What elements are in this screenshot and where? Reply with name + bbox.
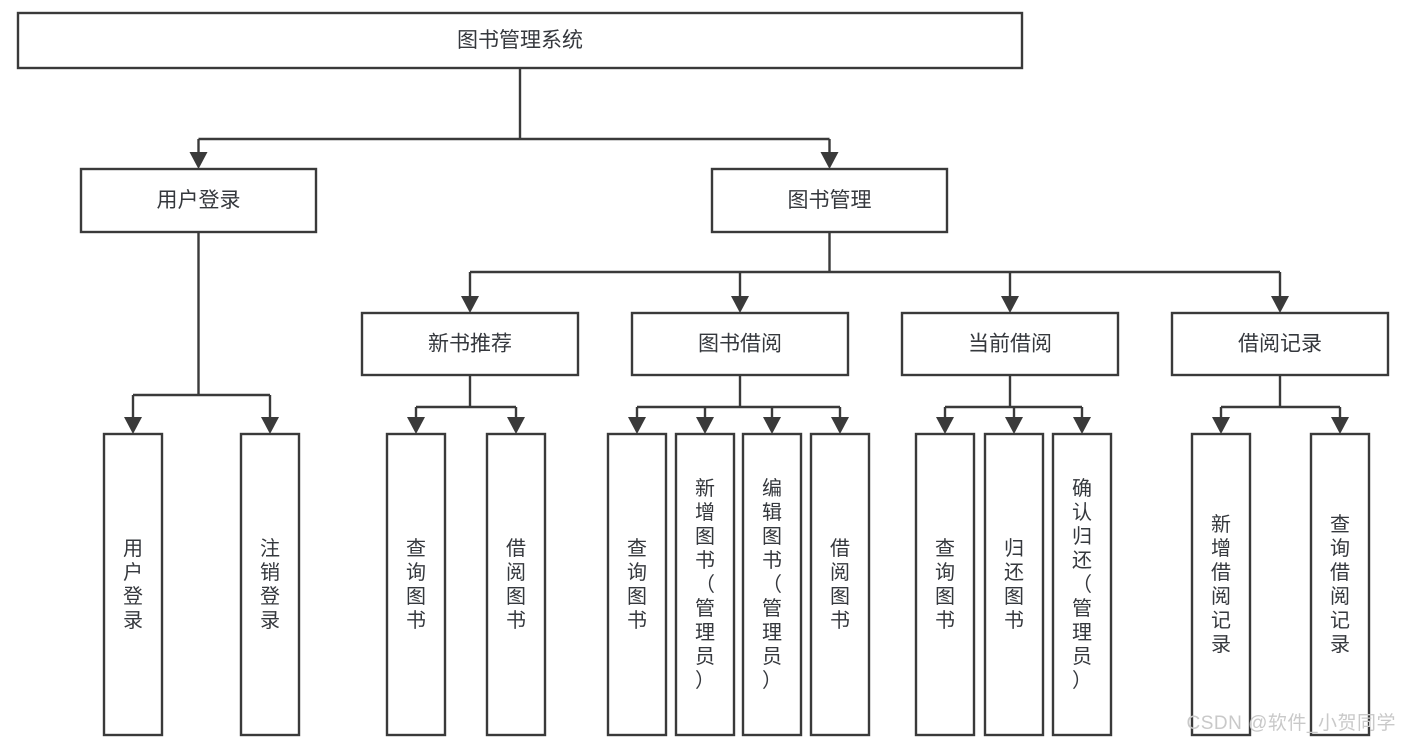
node-box-leaf-return-book xyxy=(983,432,1045,737)
connector-group-user-login xyxy=(124,232,279,434)
node-box-leaf-query-book-borrow xyxy=(606,432,668,737)
node-box-leaf-logout-login xyxy=(239,432,301,737)
connector-layer xyxy=(124,68,1349,434)
node-label-book-borrow: 图书借阅 xyxy=(698,333,782,356)
connector-arrowhead xyxy=(189,152,208,169)
connector-arrowhead xyxy=(1212,417,1230,434)
node-label-current-borrow: 当前借阅 xyxy=(968,333,1052,356)
node-box-leaf-edit-book xyxy=(741,432,803,737)
node-label-leaf-borrow-book-recommend: 借阅图书 xyxy=(506,537,526,632)
node-label-new-book-recommend: 新书推荐 xyxy=(428,333,512,356)
node-label-leaf-add-borrow-record: 新增借阅记录 xyxy=(1211,513,1231,656)
connector-arrowhead xyxy=(1005,417,1023,434)
node-leaf-borrow-book[interactable]: 借阅图书 xyxy=(809,432,871,737)
connector-arrowhead xyxy=(1073,417,1091,434)
node-box-borrow-record xyxy=(1170,311,1390,377)
node-leaf-query-borrow-record[interactable]: 查询借阅记录 xyxy=(1309,432,1371,737)
connector-group-book-borrow xyxy=(628,375,849,434)
node-label-leaf-logout-login: 注销登录 xyxy=(260,537,280,632)
node-leaf-borrow-book-recommend[interactable]: 借阅图书 xyxy=(485,432,547,737)
node-box-root xyxy=(16,11,1024,70)
node-label-user-login: 用户登录 xyxy=(157,189,241,212)
node-leaf-return-book[interactable]: 归还图书 xyxy=(983,432,1045,737)
node-layer: 图书管理系统用户登录图书管理新书推荐图书借阅当前借阅借阅记录用户登录注销登录查询… xyxy=(16,11,1390,737)
node-box-current-borrow xyxy=(900,311,1120,377)
node-leaf-add-borrow-record[interactable]: 新增借阅记录 xyxy=(1190,432,1252,737)
node-leaf-confirm-return[interactable]: 确认归还（管理员） xyxy=(1051,432,1113,737)
csdn-watermark: CSDN @软件_小贺同学 xyxy=(1187,712,1396,734)
node-box-book-borrow xyxy=(630,311,850,377)
node-user-login[interactable]: 用户登录 xyxy=(79,167,318,234)
node-label-borrow-record: 借阅记录 xyxy=(1238,333,1322,356)
connector-arrowhead xyxy=(261,417,279,434)
node-box-new-book-recommend xyxy=(360,311,580,377)
node-box-user-login xyxy=(79,167,318,234)
connector-arrowhead xyxy=(1001,296,1019,313)
node-leaf-query-book-borrow[interactable]: 查询图书 xyxy=(606,432,668,737)
node-box-leaf-confirm-return xyxy=(1051,432,1113,737)
node-current-borrow[interactable]: 当前借阅 xyxy=(900,311,1120,377)
connector-group-new-book-recommend xyxy=(407,375,525,434)
node-book-manage[interactable]: 图书管理 xyxy=(710,167,949,234)
connector-arrowhead xyxy=(1331,417,1349,434)
connector-arrowhead xyxy=(731,296,749,313)
node-label-leaf-add-book: 新增图书（管理员） xyxy=(695,477,715,692)
node-label-leaf-query-borrow-record: 查询借阅记录 xyxy=(1330,513,1350,656)
node-borrow-record[interactable]: 借阅记录 xyxy=(1170,311,1390,377)
connector-arrowhead xyxy=(1271,296,1289,313)
watermark-layer: CSDN @软件_小贺同学 xyxy=(1187,712,1396,734)
node-label-leaf-query-book-recommend: 查询图书 xyxy=(406,537,426,632)
node-leaf-edit-book[interactable]: 编辑图书（管理员） xyxy=(741,432,803,737)
connector-arrowhead xyxy=(628,417,646,434)
node-new-book-recommend[interactable]: 新书推荐 xyxy=(360,311,580,377)
node-label-leaf-user-login: 用户登录 xyxy=(123,538,143,632)
node-label-leaf-edit-book: 编辑图书（管理员） xyxy=(762,477,782,692)
connector-group-current-borrow xyxy=(936,375,1091,434)
connector-arrowhead xyxy=(507,417,525,434)
node-box-leaf-borrow-book xyxy=(809,432,871,737)
connector-group-root xyxy=(189,68,839,169)
node-label-leaf-query-book-borrow: 查询图书 xyxy=(627,537,647,632)
node-leaf-user-login[interactable]: 用户登录 xyxy=(102,432,164,737)
node-label-root: 图书管理系统 xyxy=(457,29,583,52)
node-leaf-query-book-current[interactable]: 查询图书 xyxy=(914,432,976,737)
node-leaf-logout-login[interactable]: 注销登录 xyxy=(239,432,301,737)
node-label-leaf-confirm-return: 确认归还（管理员） xyxy=(1072,477,1092,692)
node-label-book-manage: 图书管理 xyxy=(788,189,872,212)
node-box-leaf-add-book xyxy=(674,432,736,737)
node-leaf-query-book-recommend[interactable]: 查询图书 xyxy=(385,432,447,737)
node-root[interactable]: 图书管理系统 xyxy=(16,11,1024,70)
node-box-leaf-query-book-recommend xyxy=(385,432,447,737)
connector-arrowhead xyxy=(461,296,479,313)
connector-arrowhead xyxy=(763,417,781,434)
node-leaf-add-book[interactable]: 新增图书（管理员） xyxy=(674,432,736,737)
connector-arrowhead xyxy=(936,417,954,434)
node-box-leaf-user-login xyxy=(102,432,164,737)
node-box-leaf-query-book-current xyxy=(914,432,976,737)
node-box-leaf-query-borrow-record xyxy=(1309,432,1371,737)
node-label-leaf-borrow-book: 借阅图书 xyxy=(830,537,850,632)
node-box-leaf-add-borrow-record xyxy=(1190,432,1252,737)
connector-arrowhead xyxy=(696,417,714,434)
node-box-book-manage xyxy=(710,167,949,234)
connector-arrowhead xyxy=(820,152,839,169)
node-label-leaf-return-book: 归还图书 xyxy=(1004,537,1024,632)
node-label-leaf-query-book-current: 查询图书 xyxy=(935,537,955,632)
node-box-leaf-borrow-book-recommend xyxy=(485,432,547,737)
connector-group-borrow-record xyxy=(1212,375,1349,434)
node-book-borrow[interactable]: 图书借阅 xyxy=(630,311,850,377)
connector-arrowhead xyxy=(831,417,849,434)
connector-arrowhead xyxy=(407,417,425,434)
connector-arrowhead xyxy=(124,417,142,434)
connector-group-book-manage xyxy=(461,232,1289,313)
